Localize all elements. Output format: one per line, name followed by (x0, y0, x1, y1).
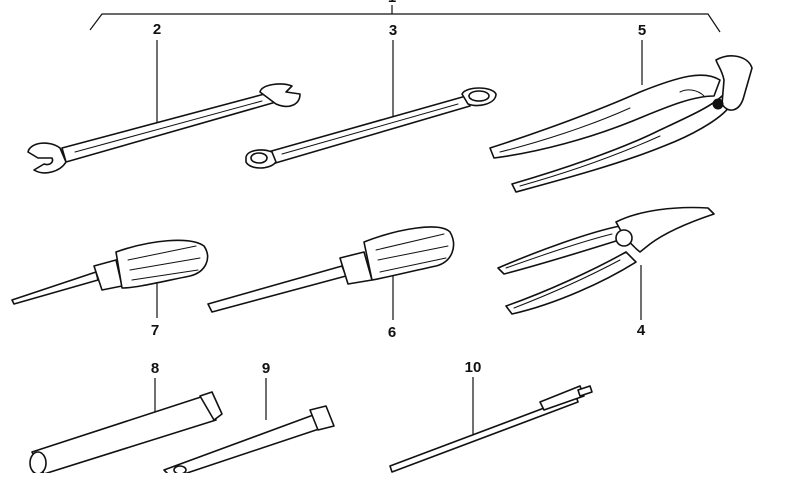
ring-spanner (245, 87, 497, 169)
callout-2: 2 (152, 21, 162, 38)
callout-1: 1 (377, 0, 407, 6)
water-pump-pliers (489, 55, 753, 193)
feeler-rod (389, 385, 593, 473)
box-spanner (29, 391, 223, 475)
callout-5: 5 (637, 22, 647, 39)
callout-8: 8 (150, 360, 160, 377)
callout-10: 10 (464, 359, 482, 376)
open-end-spanner (27, 83, 301, 174)
small-screwdriver (11, 239, 209, 305)
callout-4: 4 (636, 322, 646, 339)
group-bracket (89, 5, 721, 33)
callout-7: 7 (150, 322, 160, 339)
callout-9: 9 (261, 360, 271, 377)
callout-6: 6 (387, 324, 397, 341)
combination-pliers (497, 206, 715, 315)
large-screwdriver (207, 226, 455, 313)
callout-3: 3 (388, 22, 398, 39)
